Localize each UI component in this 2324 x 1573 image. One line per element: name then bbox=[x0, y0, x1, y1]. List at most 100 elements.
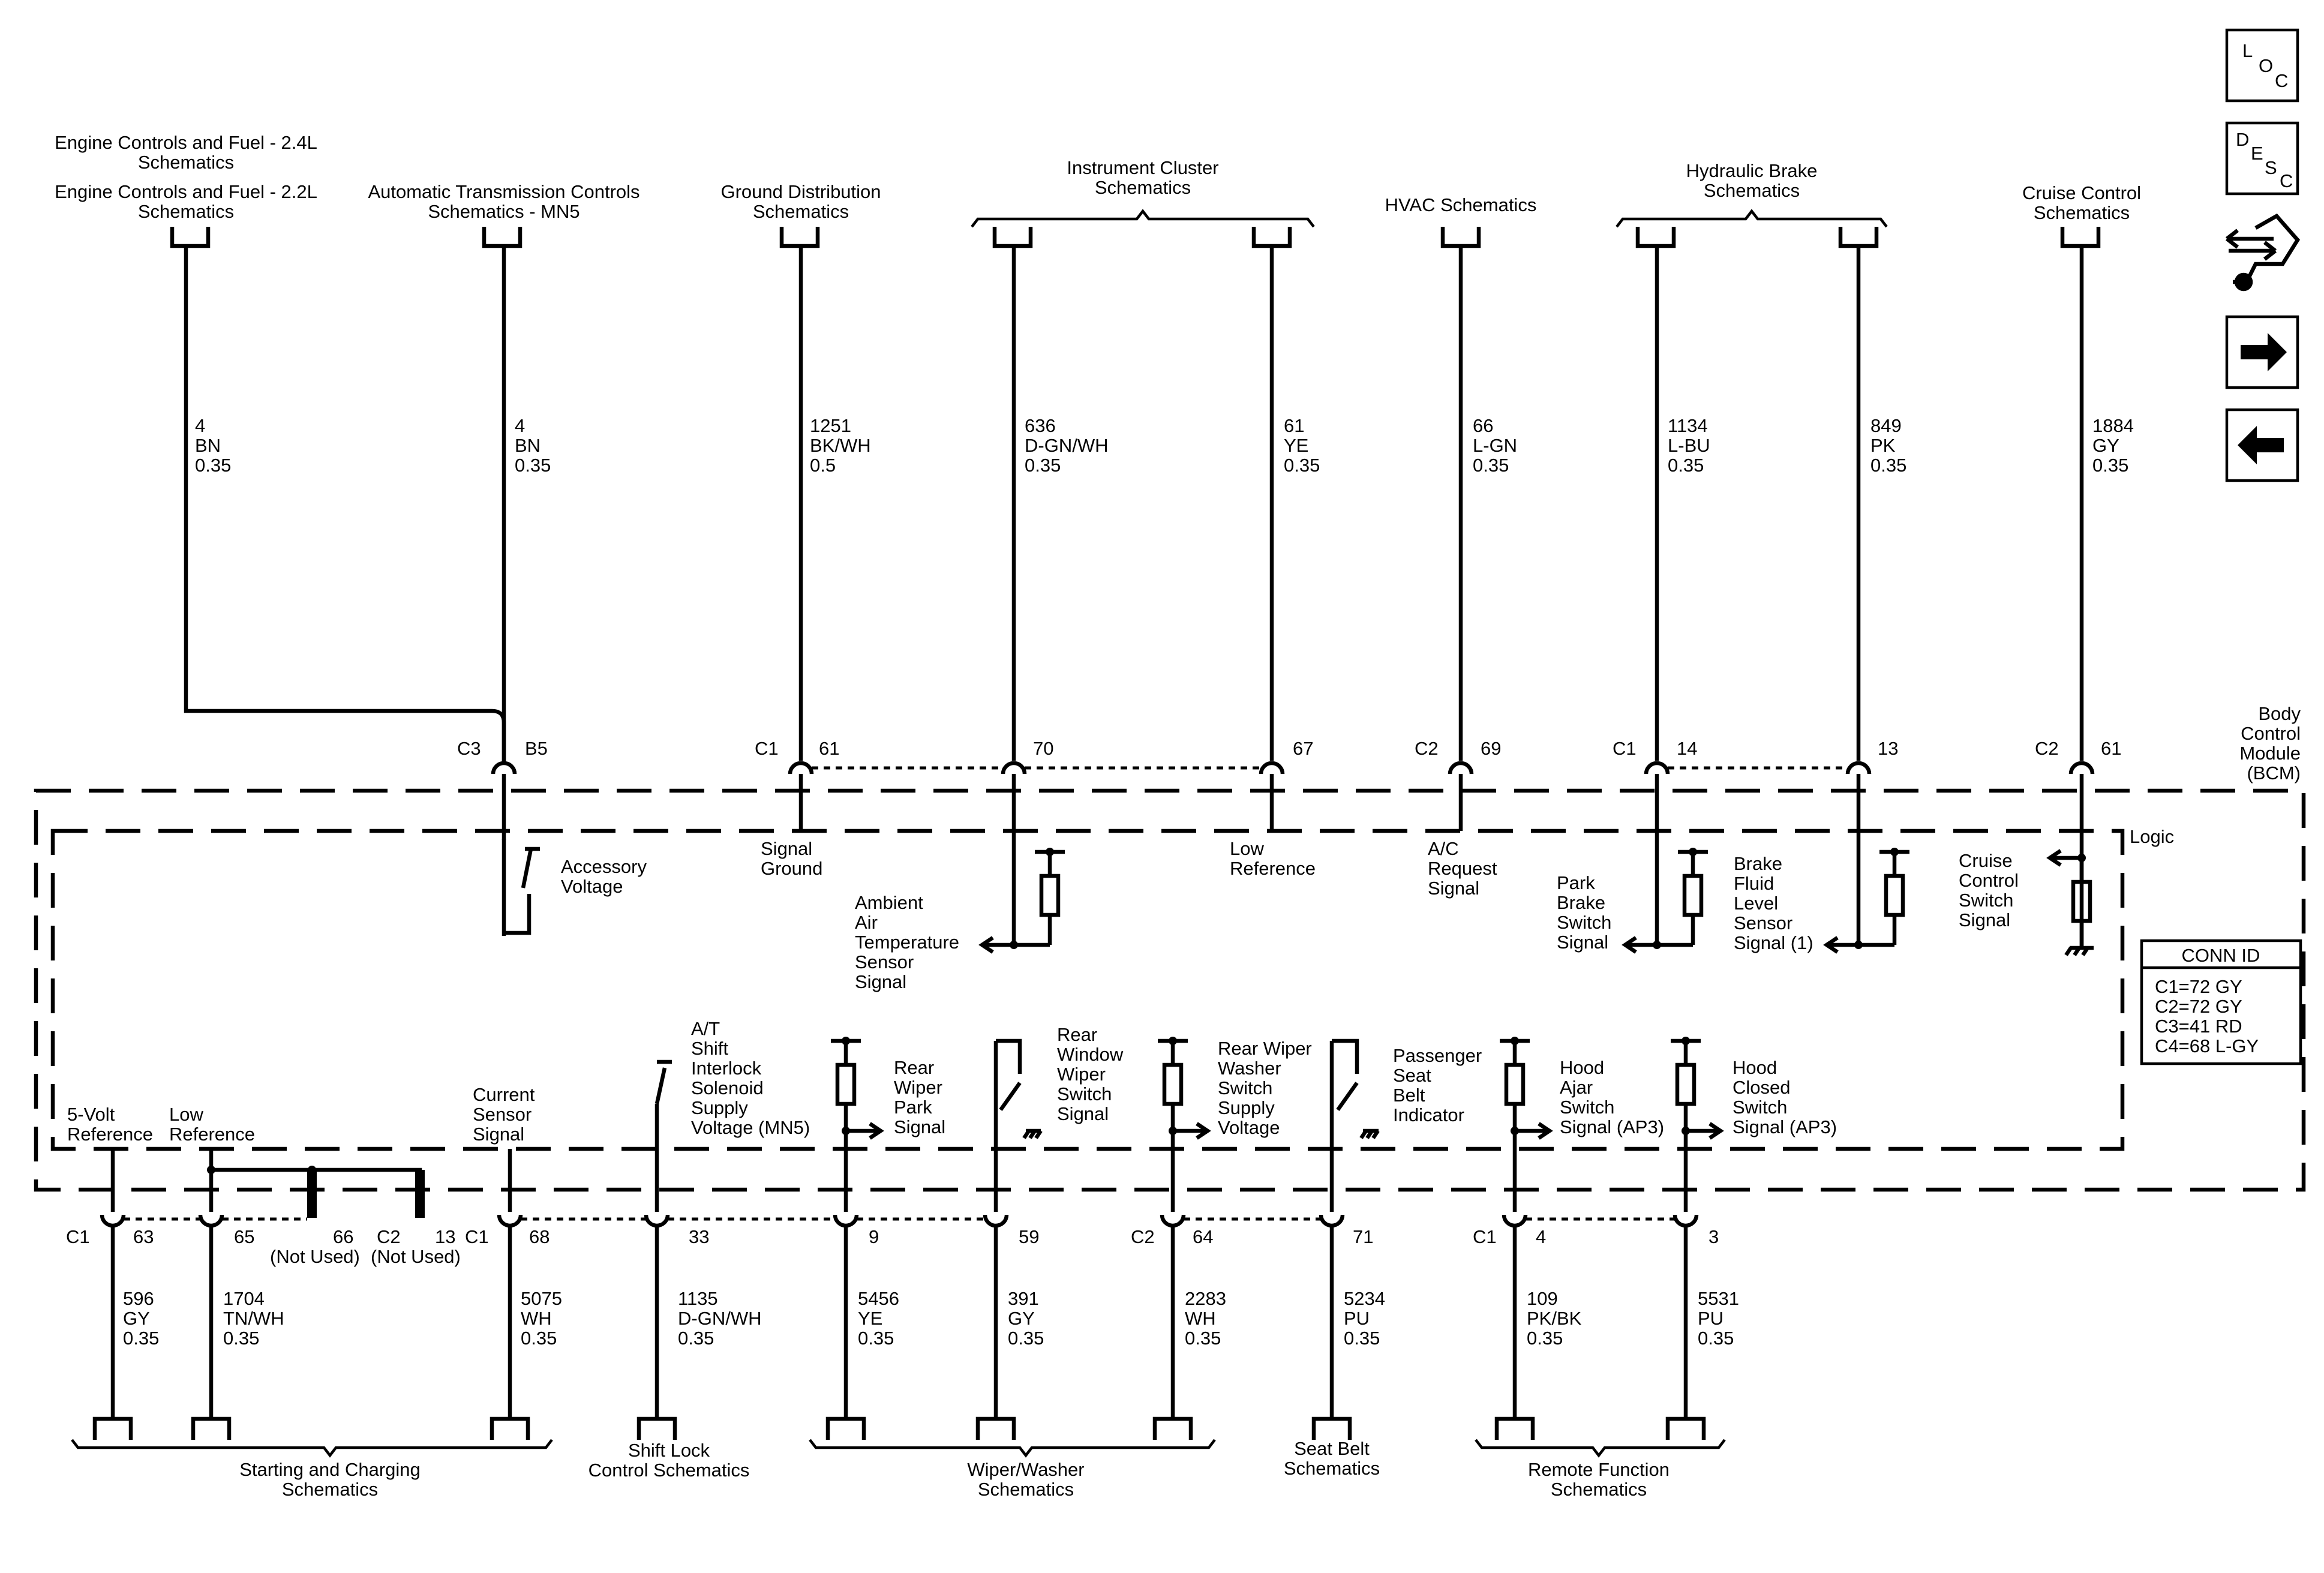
wire-label: D-GN/WH bbox=[678, 1308, 761, 1329]
signal-label: Park bbox=[894, 1097, 932, 1118]
bottom-group-starting: Schematics bbox=[282, 1479, 378, 1500]
bottom-group-wiper: Wiper/Washer bbox=[967, 1459, 1084, 1480]
wire-label: 1135 bbox=[678, 1288, 718, 1309]
signal-label: Signal bbox=[855, 971, 906, 992]
bcm-label-line: Body bbox=[2258, 703, 2301, 724]
loc-letter-c: C bbox=[2275, 70, 2288, 91]
top-group-trans: Automatic Transmission Controls bbox=[368, 181, 639, 202]
wire-label: 0.5 bbox=[810, 455, 836, 476]
wire-label: L-GN bbox=[1473, 435, 1517, 456]
pin-label: 70 bbox=[1033, 738, 1053, 759]
signal-label: Rear Wiper bbox=[1218, 1038, 1312, 1059]
signal-label: Seat bbox=[1393, 1065, 1431, 1086]
wire-label: 1251 bbox=[810, 415, 851, 436]
top-group-engine-22: Engine Controls and Fuel - 2.2L bbox=[55, 181, 317, 202]
signal-label: Switch bbox=[1218, 1077, 1272, 1098]
junction-dots bbox=[1010, 848, 2086, 949]
pin-label: 63 bbox=[133, 1226, 154, 1247]
previous-page-icon[interactable] bbox=[2225, 408, 2299, 482]
signal-label: Washer bbox=[1218, 1058, 1281, 1079]
pin-label: 66 bbox=[333, 1226, 353, 1247]
signal-label: Window bbox=[1057, 1044, 1124, 1065]
bottom-junction-dots bbox=[207, 1037, 1690, 1174]
top-group-ground: Schematics bbox=[753, 201, 849, 222]
top-group-cruise: Cruise Control bbox=[2022, 182, 2141, 203]
logic-inner-box bbox=[50, 828, 2125, 1151]
wire-label: 0.35 bbox=[223, 1328, 259, 1349]
wire-label: 0.35 bbox=[858, 1328, 894, 1349]
signal-label: Indicator bbox=[1393, 1104, 1464, 1125]
signal-label: Closed bbox=[1733, 1077, 1791, 1098]
signal-label: Temperature bbox=[855, 932, 959, 953]
pin-label: C2 bbox=[377, 1226, 401, 1247]
pin-label: 65 bbox=[234, 1226, 254, 1247]
bottom-group-shiftlock: Control Schematics bbox=[588, 1460, 750, 1481]
wire-label: 5456 bbox=[858, 1288, 899, 1309]
brace-wiper bbox=[809, 1439, 1216, 1458]
bottom-signal-labels: 5-Volt Reference Low Reference Current S… bbox=[67, 1018, 1837, 1145]
top-signal-labels: Accessory Voltage Signal Ground Ambient … bbox=[561, 838, 2019, 992]
pin-label: C1 bbox=[66, 1226, 90, 1247]
wire-label: D-GN/WH bbox=[1025, 435, 1108, 456]
wire-label: 2283 bbox=[1185, 1288, 1226, 1309]
wire-label: YE bbox=[1284, 435, 1308, 456]
top-group-engine-24: Schematics bbox=[138, 152, 234, 173]
signal-label: Rear bbox=[894, 1057, 934, 1078]
conn-id-row: C4=68 L-GY bbox=[2155, 1035, 2259, 1056]
wire-label: 0.35 bbox=[1870, 455, 1906, 476]
signal-label: Level bbox=[1734, 893, 1778, 914]
wire-label: 0.35 bbox=[1527, 1328, 1563, 1349]
signal-label: Solenoid bbox=[691, 1077, 764, 1098]
loc-icon[interactable]: L O C bbox=[2225, 28, 2299, 103]
signal-label: Park bbox=[1557, 872, 1595, 893]
wire-label: PU bbox=[1344, 1308, 1370, 1329]
bottom-group-seatbelt: Schematics bbox=[1284, 1458, 1380, 1479]
wire-label: 0.35 bbox=[2092, 455, 2128, 476]
signal-label: A/C bbox=[1428, 838, 1459, 859]
top-wiring bbox=[170, 227, 2101, 948]
wire-label: 61 bbox=[1284, 415, 1304, 436]
signal-label: Signal bbox=[761, 838, 812, 859]
connector-end-view-icon[interactable] bbox=[2226, 213, 2301, 292]
signal-label: Supply bbox=[1218, 1097, 1275, 1118]
signal-label: Belt bbox=[1393, 1085, 1425, 1106]
next-page-icon[interactable] bbox=[2225, 315, 2299, 389]
pin-label: 14 bbox=[1677, 738, 1697, 759]
wire-label: 0.35 bbox=[1344, 1328, 1380, 1349]
wire-label: 0.35 bbox=[678, 1328, 714, 1349]
wire-label: 0.35 bbox=[1473, 455, 1509, 476]
top-group-cruise: Schematics bbox=[2034, 202, 2130, 223]
desc-letter-e: E bbox=[2251, 143, 2263, 164]
signal-label: Signal (AP3) bbox=[1733, 1116, 1837, 1137]
wire-label: GY bbox=[2092, 435, 2119, 456]
top-group-ground: Ground Distribution bbox=[720, 181, 881, 202]
signal-label: Voltage (MN5) bbox=[691, 1117, 810, 1138]
bcm-label: Body Control Module (BCM) bbox=[2239, 703, 2301, 784]
pin-label: C1 bbox=[465, 1226, 489, 1247]
wire-label: PK/BK bbox=[1527, 1308, 1582, 1329]
desc-icon[interactable]: D E S C bbox=[2225, 121, 2299, 196]
wire-label: BN bbox=[515, 435, 541, 456]
pin-label: 69 bbox=[1481, 738, 1501, 759]
bottom-terminators bbox=[307, 1170, 425, 1218]
bcm-outer-box bbox=[34, 788, 2306, 1192]
pin-label: C3 bbox=[457, 738, 481, 759]
pin-label: 68 bbox=[529, 1226, 550, 1247]
conn-id-row: C2=72 GY bbox=[2155, 996, 2242, 1017]
signal-label: Reference bbox=[169, 1124, 255, 1145]
signal-label: Fluid bbox=[1734, 873, 1774, 894]
top-pin-labels: C3 B5 C1 61 70 67 C2 69 C1 14 13 C2 61 bbox=[457, 738, 2121, 759]
signal-label: Cruise bbox=[1959, 850, 2013, 871]
top-group-brake: Hydraulic Brake bbox=[1686, 160, 1818, 181]
desc-letter-c: C bbox=[2280, 170, 2293, 191]
signal-label: Hood bbox=[1733, 1057, 1777, 1078]
wire-label: 0.35 bbox=[123, 1328, 159, 1349]
signal-label: Low bbox=[169, 1104, 203, 1125]
top-group-engine-24: Engine Controls and Fuel - 2.4L bbox=[55, 132, 317, 153]
signal-label: Wiper bbox=[894, 1077, 942, 1098]
bottom-group-labels: Starting and Charging Schematics Shift L… bbox=[239, 1438, 1670, 1500]
pin-label: 67 bbox=[1293, 738, 1313, 759]
loc-letter-l: L bbox=[2242, 40, 2253, 61]
signal-label: Shift bbox=[691, 1038, 728, 1059]
